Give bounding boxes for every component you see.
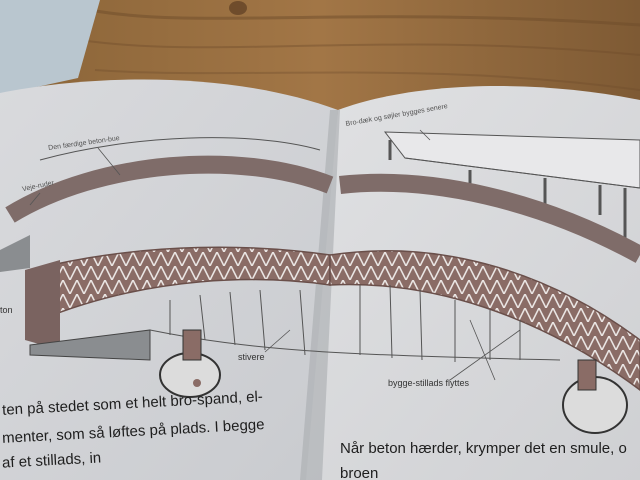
label-scaffold: bygge-stillads flyttes: [388, 378, 470, 388]
book-gutter: [300, 110, 340, 480]
background-surface: [0, 0, 100, 95]
right-text-line-2: broen: [340, 465, 379, 480]
right-deck: [339, 131, 640, 263]
label-edge: ton: [0, 305, 13, 315]
label-struts: stivere: [238, 352, 265, 362]
truss-arch: [25, 246, 640, 391]
tugboat-left: [159, 329, 221, 398]
tugboat-right: [562, 359, 628, 434]
pointer-lines: [29, 129, 521, 381]
left-top-arch: [0, 137, 334, 272]
right-text-line-1: Når beton hærder, krymper det en smule, …: [340, 440, 627, 457]
